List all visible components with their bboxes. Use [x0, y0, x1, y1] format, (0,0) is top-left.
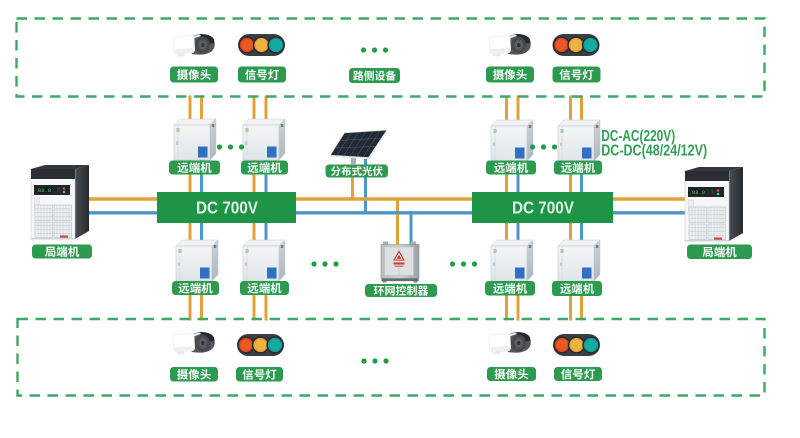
- svg-text:DC-DC(48/24/12V): DC-DC(48/24/12V): [601, 143, 707, 160]
- svg-text:DC 700V: DC 700V: [196, 198, 258, 218]
- svg-text:DC 700V: DC 700V: [512, 198, 574, 218]
- svg-text:DC-AC(220V): DC-AC(220V): [601, 128, 675, 145]
